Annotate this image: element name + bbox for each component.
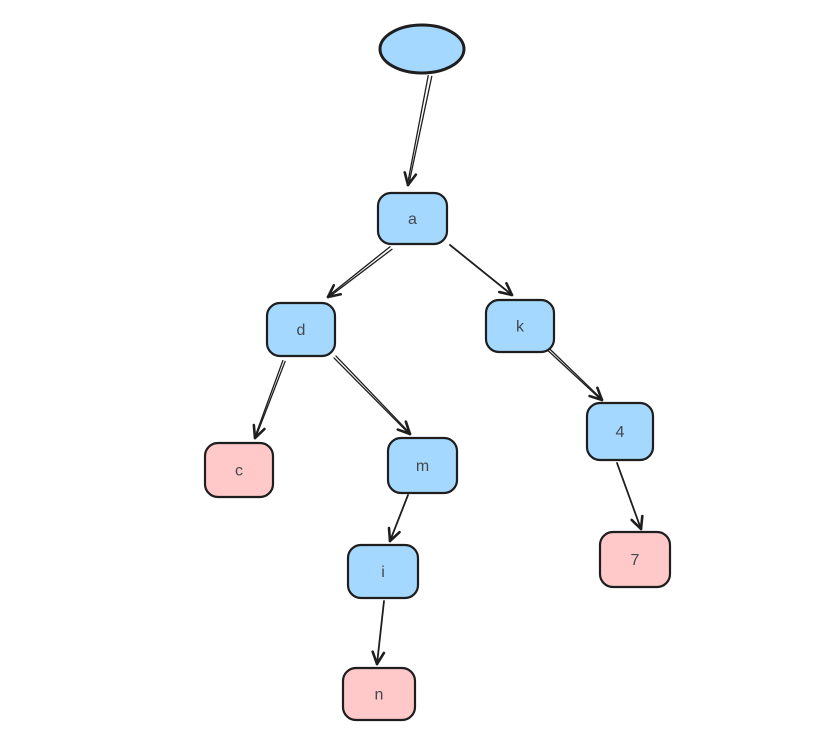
arrow-shaft bbox=[327, 248, 393, 299]
node-d[interactable]: d bbox=[265, 301, 337, 358]
ellipse-shape bbox=[378, 23, 466, 75]
arrow-shaft bbox=[327, 246, 391, 298]
rect-shape bbox=[585, 401, 655, 462]
rect-shape bbox=[598, 530, 672, 589]
edge-k-4[interactable] bbox=[545, 346, 604, 402]
node-7[interactable]: 7 bbox=[598, 530, 672, 589]
arrowhead-icon bbox=[588, 394, 604, 402]
node-label: i bbox=[381, 564, 385, 581]
edge-m-i[interactable] bbox=[387, 494, 409, 543]
arrowhead-icon bbox=[375, 651, 386, 666]
arrow-shaft bbox=[545, 348, 603, 401]
node-label: a bbox=[408, 211, 417, 228]
edge-4-7[interactable] bbox=[616, 462, 644, 531]
node-label: k bbox=[516, 319, 525, 336]
rect-shape bbox=[386, 436, 459, 495]
arrowhead-icon bbox=[387, 526, 392, 543]
arrow-shaft bbox=[333, 357, 411, 435]
node-label: 7 bbox=[631, 552, 640, 569]
arrowhead-icon bbox=[396, 428, 412, 436]
arrow-shaft bbox=[253, 359, 284, 439]
arrow-shaft bbox=[449, 244, 513, 296]
node-i[interactable]: i bbox=[346, 543, 420, 600]
node-label: d bbox=[297, 322, 306, 339]
node-label: n bbox=[375, 687, 384, 704]
node-label: c bbox=[235, 463, 243, 480]
node-a[interactable]: a bbox=[376, 191, 449, 246]
arrow-shaft bbox=[406, 74, 429, 186]
rect-shape bbox=[376, 191, 449, 246]
arrowhead-icon bbox=[371, 650, 379, 666]
arrowhead-icon bbox=[406, 173, 418, 187]
edge-d-c[interactable] bbox=[252, 359, 286, 440]
arrow-shaft bbox=[254, 360, 286, 439]
arrow-shaft bbox=[389, 494, 409, 542]
node-n[interactable]: n bbox=[341, 666, 417, 722]
arrowhead-icon bbox=[388, 530, 401, 543]
node-label: m bbox=[416, 458, 429, 475]
arrowhead-icon bbox=[253, 427, 266, 440]
arrow-shaft bbox=[376, 600, 385, 665]
rect-shape bbox=[341, 666, 417, 722]
node-m[interactable]: m bbox=[386, 436, 459, 495]
node-root-ellipse[interactable] bbox=[378, 23, 466, 75]
arrowhead-icon bbox=[498, 290, 514, 297]
arrowhead-icon bbox=[326, 292, 343, 299]
arrowhead-icon bbox=[596, 386, 604, 402]
node-c[interactable]: c bbox=[203, 441, 275, 499]
rect-shape bbox=[346, 543, 420, 600]
edge-i-n[interactable] bbox=[371, 600, 386, 666]
arrowhead-icon bbox=[326, 284, 336, 299]
arrowhead-icon bbox=[404, 420, 412, 436]
arrowhead-icon bbox=[505, 281, 514, 297]
edge-a-k[interactable] bbox=[449, 244, 514, 297]
node-k[interactable]: k bbox=[484, 298, 556, 354]
arrowhead-icon bbox=[639, 514, 644, 531]
node-4[interactable]: 4 bbox=[585, 401, 655, 462]
node-label: 4 bbox=[616, 424, 625, 441]
rect-shape bbox=[203, 441, 275, 499]
edge-a-d[interactable] bbox=[326, 246, 393, 299]
arrowhead-icon bbox=[403, 171, 410, 187]
rect-shape bbox=[265, 301, 337, 358]
arrowhead-icon bbox=[252, 423, 257, 440]
arrow-shaft bbox=[547, 346, 603, 401]
arrowhead-icon bbox=[630, 518, 643, 531]
arrow-shaft bbox=[616, 462, 642, 530]
edge-d-m[interactable] bbox=[333, 355, 412, 436]
edge-root-a[interactable] bbox=[403, 74, 433, 187]
arrow-shaft bbox=[335, 355, 412, 435]
arrow-shaft bbox=[407, 75, 433, 186]
rect-shape bbox=[484, 298, 556, 354]
